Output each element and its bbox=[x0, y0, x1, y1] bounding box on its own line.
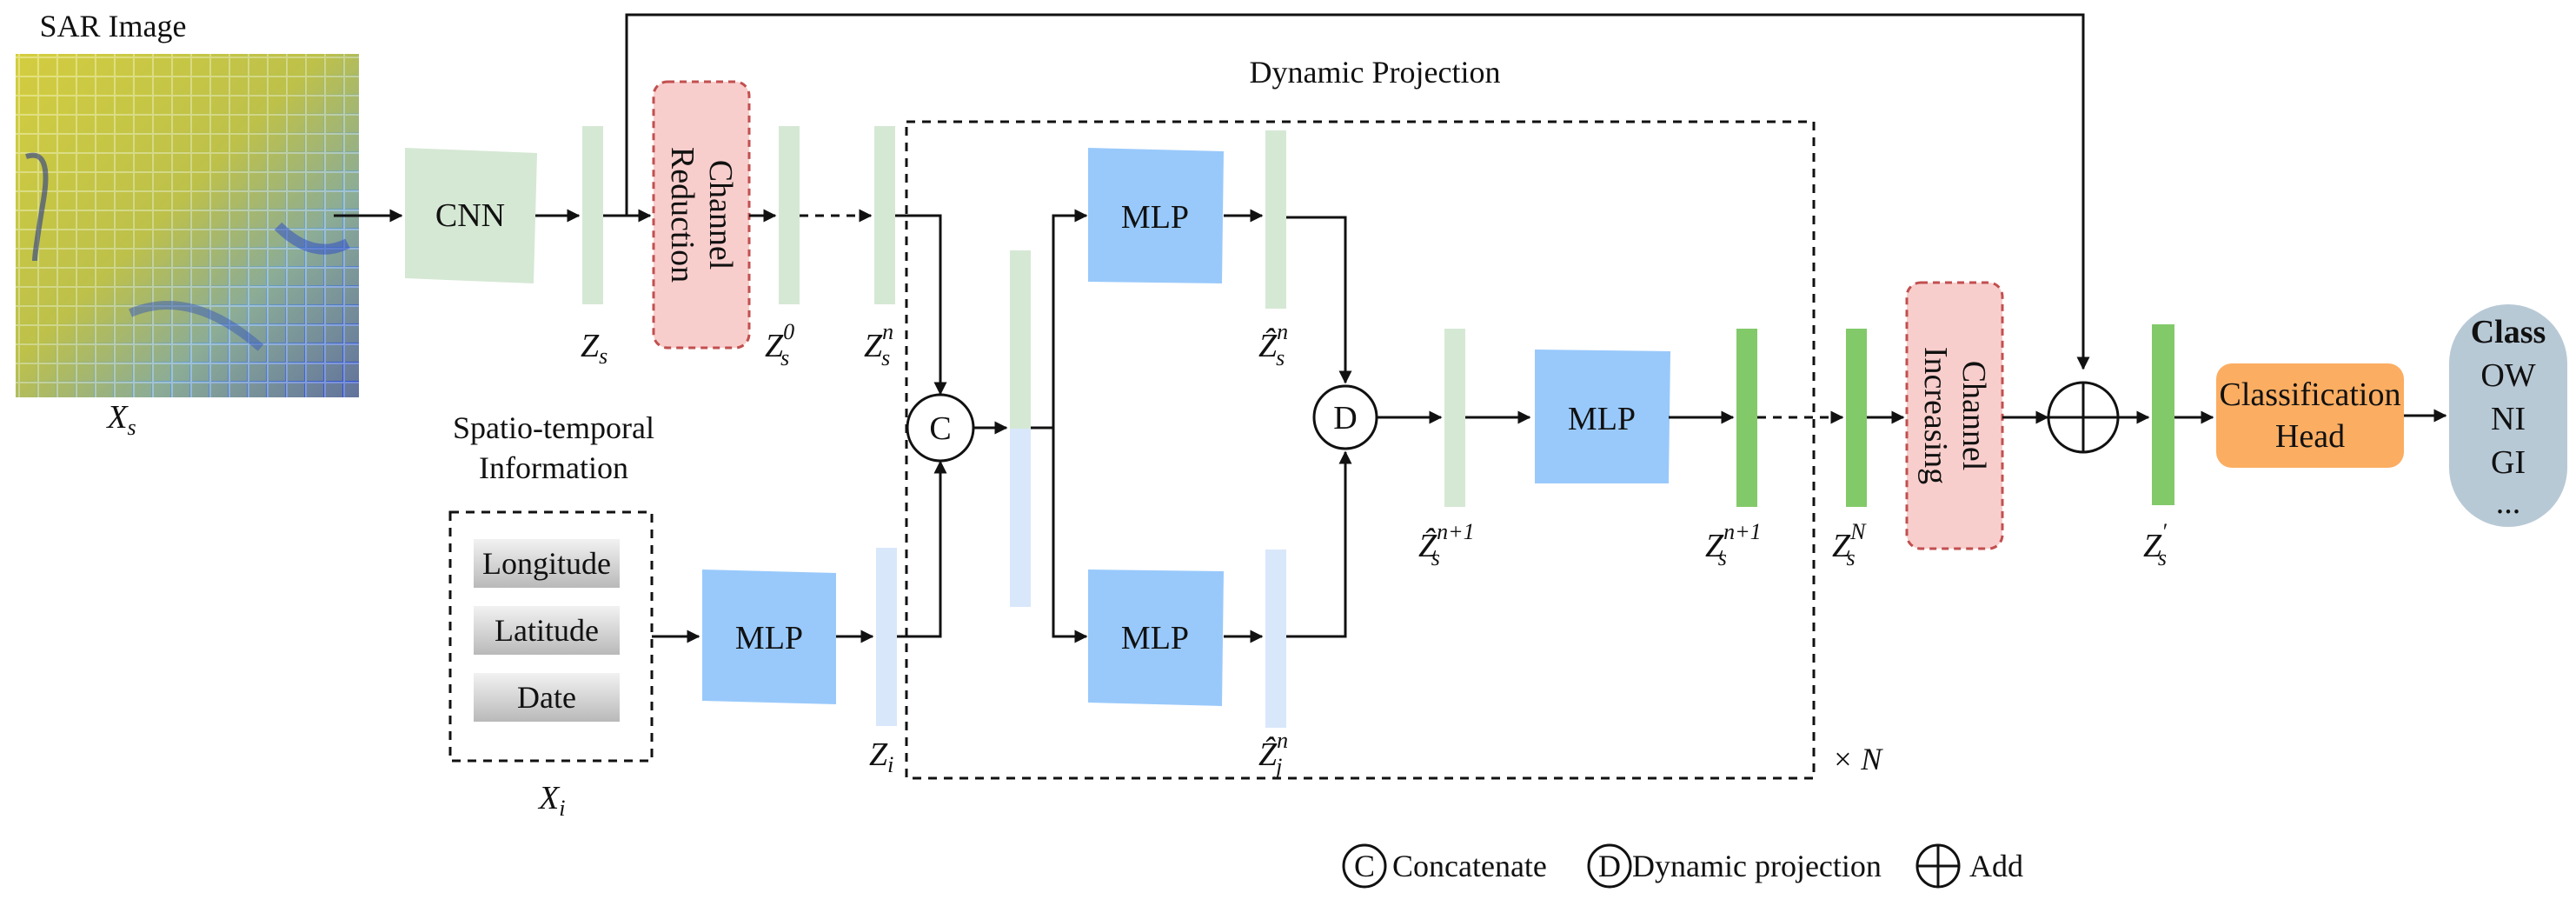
zi-label: Zi bbox=[869, 736, 893, 777]
concat-op: C bbox=[906, 393, 975, 463]
class-output: Class OW NI GI ... bbox=[2449, 304, 2567, 527]
latitude-label: Latitude bbox=[495, 613, 599, 648]
dynamic-op: D bbox=[1312, 384, 1378, 450]
arrow-zsn-concat bbox=[895, 214, 947, 396]
mlp-top-block: MLP bbox=[1088, 148, 1224, 283]
date-label: Date bbox=[517, 680, 576, 715]
zhat-in-feature-bar bbox=[1265, 550, 1286, 728]
repeat-label: × N bbox=[1832, 742, 1883, 776]
arrow-zhat-sn-dynamic bbox=[1286, 216, 1352, 384]
zsn1-feature-bar bbox=[1736, 329, 1757, 507]
xi-label: Xi bbox=[537, 780, 565, 821]
channel-increasing-label: ChannelIncreasing bbox=[1917, 347, 1992, 484]
concat-feature-bar-top bbox=[1010, 250, 1031, 429]
arrow-zhat-in-dynamic bbox=[1286, 450, 1352, 638]
zprime-feature-bar bbox=[2152, 324, 2174, 505]
zprime-label: Z′s bbox=[2143, 519, 2167, 570]
concat-feature-bar-bottom bbox=[1010, 429, 1031, 607]
concat-op-label: C bbox=[929, 410, 951, 447]
dynamic-projection-box bbox=[905, 120, 1816, 780]
zi-feature-bar bbox=[876, 548, 897, 726]
legend: C Concatenate D Dynamic projection Add bbox=[1342, 843, 2023, 889]
class-title: Class bbox=[2471, 314, 2546, 350]
longitude-field bbox=[474, 539, 620, 588]
class-item-more: ... bbox=[2496, 484, 2521, 521]
mlp-bottom-block: MLP bbox=[1088, 570, 1224, 706]
skip-connection bbox=[625, 13, 2090, 370]
legend-add-label: Add bbox=[1969, 849, 2023, 883]
zhat-sn1-feature-bar bbox=[1444, 329, 1465, 507]
cnn-block: CNN bbox=[405, 148, 537, 283]
zhat-sn-feature-bar bbox=[1265, 130, 1286, 309]
legend-dynamic-label: Dynamic projection bbox=[1632, 849, 1882, 883]
channel-reduction-label: ChannelReduction bbox=[664, 147, 739, 283]
legend-concat-symbol: C bbox=[1354, 849, 1375, 883]
legend-concat-label: Concatenate bbox=[1392, 849, 1547, 883]
arrow-zi-concat bbox=[897, 460, 947, 638]
mlp-spatio-block: MLP bbox=[702, 570, 836, 704]
dynamic-projection-title: Dynamic Projection bbox=[1250, 55, 1501, 90]
arrow-split-mlp-bottom bbox=[1052, 428, 1088, 643]
longitude-label: Longitude bbox=[482, 546, 611, 581]
zs-label: Zs bbox=[581, 328, 607, 369]
mlp-middle-label: MLP bbox=[1568, 401, 1636, 437]
mlp-spatio-label: MLP bbox=[735, 620, 803, 656]
mlp-bottom-label: MLP bbox=[1121, 620, 1189, 656]
sar-image-title: SAR Image bbox=[40, 9, 187, 43]
add-op bbox=[2047, 381, 2120, 454]
zs0-feature-bar bbox=[779, 126, 800, 304]
mlp-middle-block: MLP bbox=[1535, 350, 1670, 483]
cnn-label: CNN bbox=[435, 197, 505, 234]
latitude-field bbox=[474, 606, 620, 655]
channel-increasing-block: ChannelIncreasing bbox=[1905, 281, 2004, 550]
class-item-ow: OW bbox=[2480, 357, 2535, 394]
zsn-feature-bar bbox=[874, 126, 895, 304]
zsN-feature-bar bbox=[1846, 329, 1867, 507]
channel-reduction-block: ChannelReduction bbox=[652, 80, 751, 350]
mlp-top-label: MLP bbox=[1121, 199, 1189, 236]
date-field bbox=[474, 673, 620, 722]
arrow-split-mlp-top bbox=[1031, 209, 1088, 430]
zs-feature-bar bbox=[582, 126, 603, 304]
legend-dynamic-symbol: D bbox=[1598, 849, 1621, 883]
spatio-temporal-box bbox=[448, 510, 654, 763]
class-item-ni: NI bbox=[2491, 401, 2526, 437]
class-item-gi: GI bbox=[2491, 444, 2526, 481]
xs-label: Xs bbox=[105, 399, 136, 440]
sar-image bbox=[16, 54, 359, 397]
dynamic-op-label: D bbox=[1333, 400, 1357, 436]
